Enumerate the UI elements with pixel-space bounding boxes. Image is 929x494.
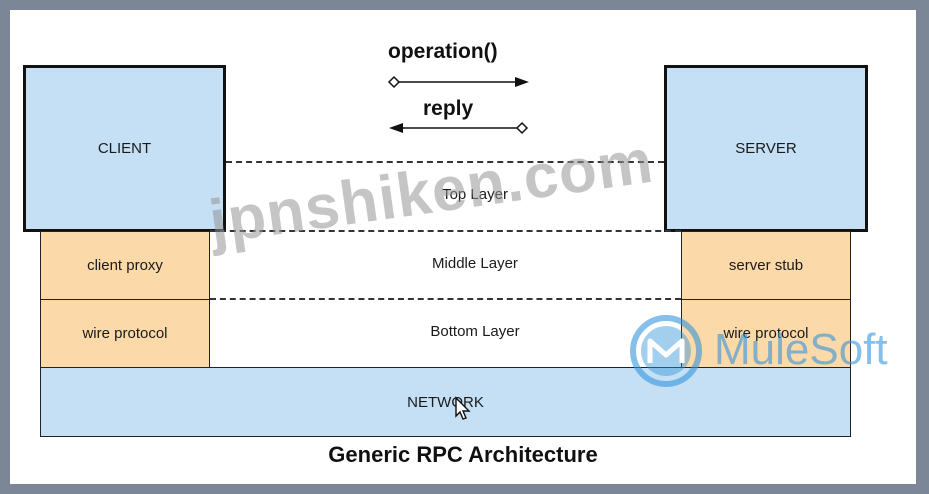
server-wire-protocol-label: wire protocol [723,325,809,342]
server-stub-label: server stub [728,257,804,274]
top-layer-label: Top Layer [442,186,508,203]
operation-arrow [387,75,529,89]
network-label: NETWORK [407,393,484,411]
middle-layer-label: Middle Layer [432,255,518,272]
client-proxy-label: client proxy [87,257,163,274]
server-label: SERVER [735,140,797,157]
server-stub-box: server stub [681,231,851,300]
server-box: SERVER [664,65,868,232]
top-layer-lower-dash [210,230,681,232]
reply-arrow [389,121,529,135]
bottom-layer-label: Bottom Layer [430,323,520,340]
client-box: CLIENT [23,65,226,232]
client-proxy-box: client proxy [40,231,210,300]
top-layer-upper-dash [226,161,664,163]
reply-label: reply [423,97,474,120]
operation-label: operation() [388,40,498,63]
client-label: CLIENT [97,140,152,157]
server-wire-protocol-box: wire protocol [681,299,851,368]
diagram-frame: CLIENT client proxy wire protocol SERVER… [10,10,916,484]
client-wire-protocol-label: wire protocol [82,325,168,342]
client-wire-protocol-box: wire protocol [40,299,210,368]
network-box: NETWORK [40,367,851,437]
diagram-title: Generic RPC Architecture [328,442,598,467]
middle-layer-lower-dash [210,298,681,300]
mouse-cursor-icon [455,396,471,420]
